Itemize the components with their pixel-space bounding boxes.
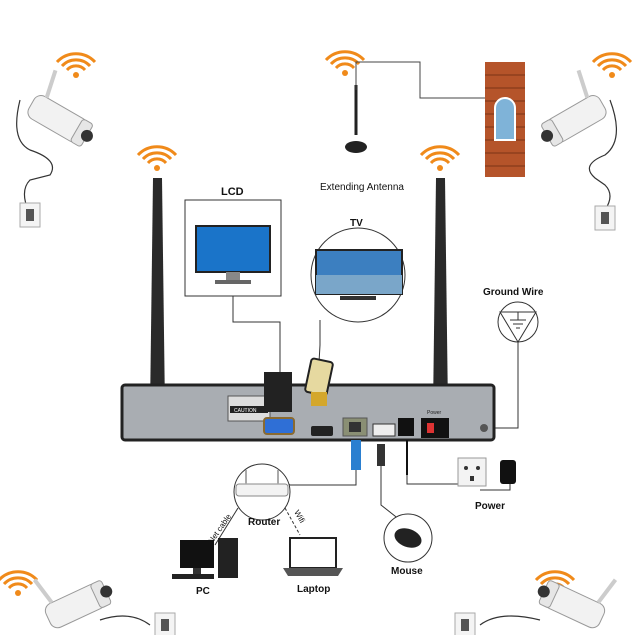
camera-top-left	[16, 52, 115, 228]
extending-antenna	[324, 50, 490, 153]
power-outlet: Power	[457, 457, 516, 512]
ground-wire: Ground Wire	[483, 287, 544, 429]
caution-label: CAUTION	[234, 408, 257, 414]
vga-port	[263, 417, 295, 435]
wifi-signal-icon	[55, 52, 97, 80]
power-socket-icon	[154, 612, 176, 635]
nvr-antenna-left	[136, 145, 178, 418]
power-label: Power	[475, 501, 505, 512]
wifi-signal-icon	[591, 52, 633, 80]
camera-bottom-left	[0, 549, 176, 635]
lcd-monitor: LCD	[184, 186, 282, 380]
camera-top-right	[519, 52, 633, 231]
camera-bottom-right	[454, 549, 622, 635]
wifi-label: Wifi	[292, 509, 307, 525]
nvr-antenna-right	[419, 145, 461, 418]
hdmi-port	[311, 426, 333, 436]
tv-label: TV	[350, 218, 363, 229]
brick-wall	[485, 62, 525, 177]
power-socket-icon	[454, 612, 476, 635]
usb-port	[372, 423, 396, 437]
wifi-signal-icon	[0, 570, 39, 598]
power-socket-icon	[19, 202, 41, 228]
laptop: Laptop	[283, 537, 343, 595]
power-switch	[421, 418, 449, 438]
router: Router Net cable Wifi	[206, 463, 307, 546]
ground-wire-label: Ground Wire	[483, 287, 544, 298]
mouse: Mouse	[383, 513, 433, 577]
laptop-label: Laptop	[297, 584, 330, 595]
dc-power-port	[398, 418, 414, 436]
pc: PC	[172, 538, 238, 597]
tv: Extending Antenna TV	[310, 182, 406, 381]
mouse-label: Mouse	[391, 566, 423, 577]
lcd-label: LCD	[221, 186, 244, 198]
power-switch-label: Power	[427, 410, 442, 416]
power-socket-icon	[594, 205, 616, 231]
router-label: Router	[248, 517, 280, 528]
nvr-rear-panel: CAUTION Power	[120, 357, 496, 442]
pc-label: PC	[196, 586, 210, 597]
extending-antenna-label: Extending Antenna	[320, 182, 404, 193]
